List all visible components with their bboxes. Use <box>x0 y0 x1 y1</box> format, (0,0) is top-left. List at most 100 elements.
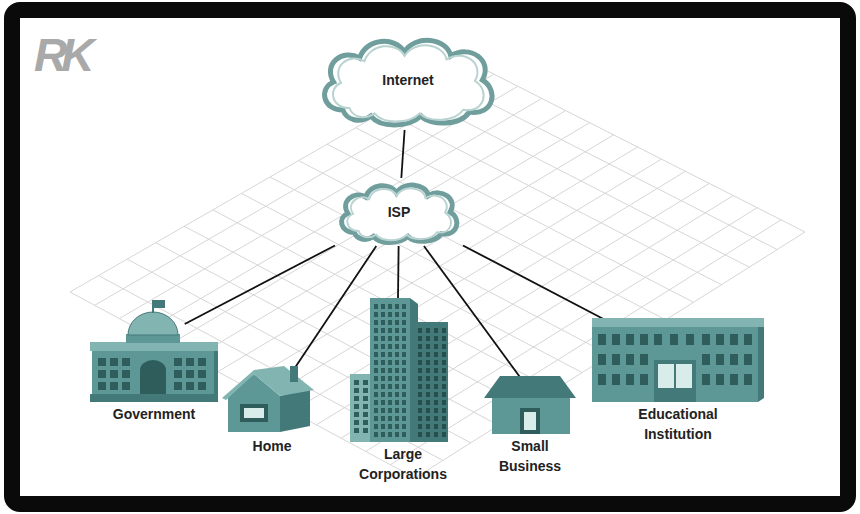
window <box>110 370 118 378</box>
node-label: Government <box>90 404 218 424</box>
window <box>426 408 430 413</box>
building-part <box>92 350 214 396</box>
window <box>395 392 399 397</box>
window <box>381 336 385 341</box>
door <box>520 408 540 434</box>
window <box>388 336 392 341</box>
window <box>402 304 406 309</box>
base <box>90 394 218 402</box>
window <box>388 400 392 405</box>
watermark: RK <box>34 30 88 80</box>
window <box>418 344 422 349</box>
network-link <box>401 130 404 178</box>
grid-line <box>366 208 757 452</box>
window <box>374 392 378 397</box>
window <box>98 382 106 390</box>
window <box>374 352 378 357</box>
window <box>381 416 385 421</box>
window <box>363 420 368 425</box>
window <box>426 384 430 389</box>
window <box>402 384 406 389</box>
window <box>374 384 378 389</box>
window <box>434 376 438 381</box>
window <box>381 304 385 309</box>
window <box>434 392 438 397</box>
tower <box>370 298 410 442</box>
corporate-tower-picture <box>348 298 450 442</box>
node-label: ISP <box>335 178 463 246</box>
window <box>374 368 378 373</box>
window <box>612 354 620 365</box>
node-label: Large Corporations <box>348 444 458 484</box>
window <box>686 334 694 345</box>
window <box>186 382 194 390</box>
window <box>434 360 438 365</box>
window <box>363 428 368 433</box>
window <box>730 354 738 365</box>
window <box>363 380 368 385</box>
flag <box>153 300 165 308</box>
window <box>426 352 430 357</box>
window <box>402 424 406 429</box>
window <box>388 312 392 317</box>
window <box>744 374 752 385</box>
window <box>374 320 378 325</box>
corporate-tower: Large Corporations <box>348 298 450 484</box>
window <box>426 376 430 381</box>
window <box>354 404 359 409</box>
window <box>716 354 724 365</box>
window <box>402 392 406 397</box>
grid-line <box>390 220 781 465</box>
window <box>442 360 446 365</box>
window <box>626 334 634 345</box>
network-link <box>293 246 376 370</box>
window <box>395 320 399 325</box>
window <box>388 416 392 421</box>
window <box>374 376 378 381</box>
window <box>354 420 359 425</box>
window <box>426 368 430 373</box>
window <box>418 392 422 397</box>
window <box>434 408 438 413</box>
node-label: Internet <box>315 30 501 130</box>
window <box>374 432 378 437</box>
school-building: Educational Institution <box>592 318 764 444</box>
grid-line <box>327 144 666 320</box>
window <box>381 424 385 429</box>
window <box>654 334 662 345</box>
window <box>426 336 430 341</box>
window <box>426 344 430 349</box>
window <box>598 334 606 345</box>
window <box>374 344 378 349</box>
network-link <box>185 245 335 324</box>
window <box>388 432 392 437</box>
window <box>442 392 446 397</box>
window <box>363 412 368 417</box>
window <box>388 368 392 373</box>
window <box>110 358 118 366</box>
window <box>395 384 399 389</box>
window <box>395 304 399 309</box>
school-front <box>592 326 758 402</box>
window <box>434 344 438 349</box>
window <box>402 432 406 437</box>
window <box>374 304 378 309</box>
window <box>640 334 648 345</box>
window <box>98 370 106 378</box>
window <box>363 388 368 393</box>
window <box>744 354 752 365</box>
grid-line <box>415 232 805 478</box>
window <box>388 408 392 413</box>
government-building: Government <box>90 298 218 424</box>
network-link <box>463 245 609 322</box>
window <box>122 370 130 378</box>
window <box>716 374 724 385</box>
window <box>640 374 648 385</box>
chimney <box>290 366 298 382</box>
window <box>702 374 710 385</box>
grid-line <box>470 62 805 232</box>
small-business-building: Small Business <box>484 372 576 476</box>
window <box>395 336 399 341</box>
